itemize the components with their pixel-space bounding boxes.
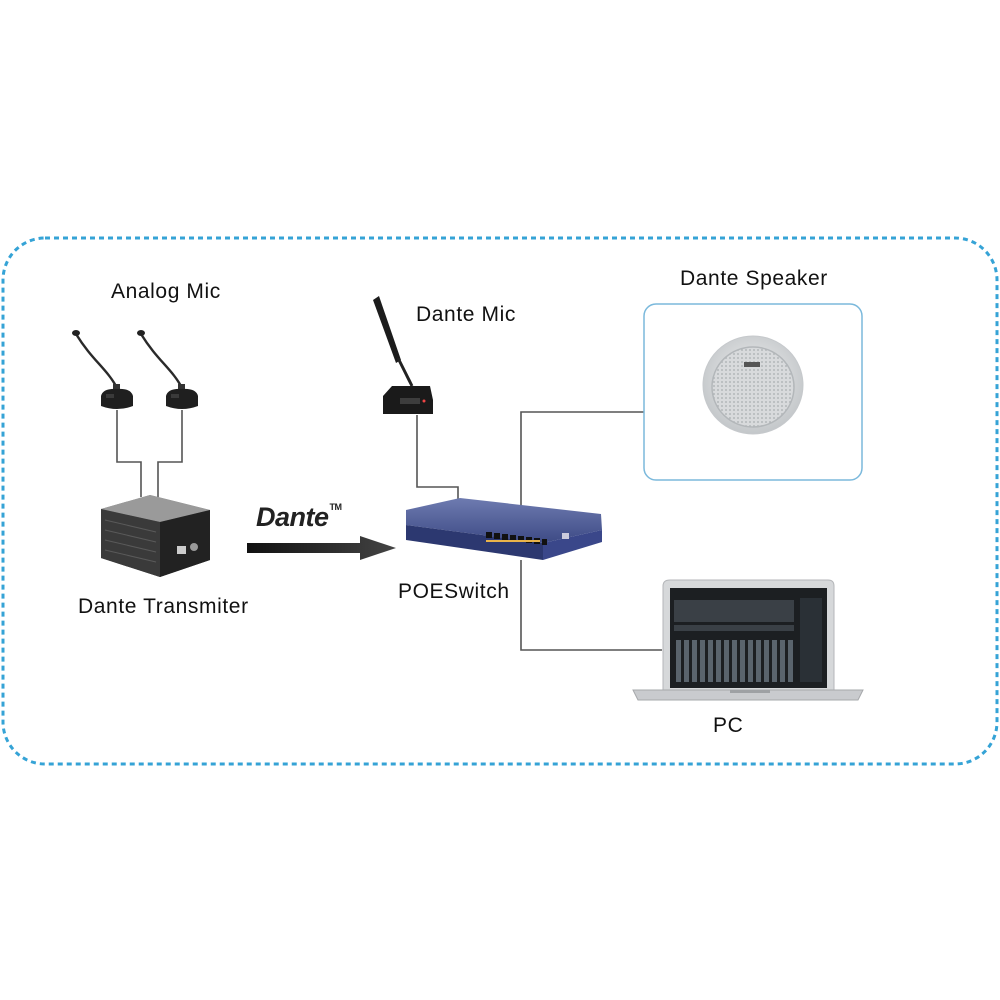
dante-logo: DanteTM: [256, 502, 342, 533]
dante-logo-text: Dante: [256, 502, 329, 532]
dante-arrow-icon: [247, 536, 396, 560]
pc-laptop-icon: [632, 579, 864, 701]
pc-label: PC: [713, 714, 744, 737]
analog-mic-label: Analog Mic: [111, 280, 221, 303]
dante-transmitter-icon: [101, 495, 210, 577]
dante-mic-icon: [373, 296, 433, 414]
dante-speaker-label: Dante Speaker: [680, 267, 828, 290]
analog-mic-icon: [72, 330, 133, 409]
dante-mic-label: Dante Mic: [416, 303, 516, 326]
analog-mic-icon: [137, 330, 198, 409]
poe-switch-icon: [406, 498, 602, 560]
poe-switch-label: POESwitch: [398, 580, 510, 603]
dante-speaker-icon: [702, 335, 804, 435]
connection-wires: [116, 410, 662, 651]
diagram-frame: [1, 236, 999, 766]
dante-logo-trademark: TM: [329, 502, 343, 512]
dante-transmitter-label: Dante Transmiter: [78, 595, 249, 618]
